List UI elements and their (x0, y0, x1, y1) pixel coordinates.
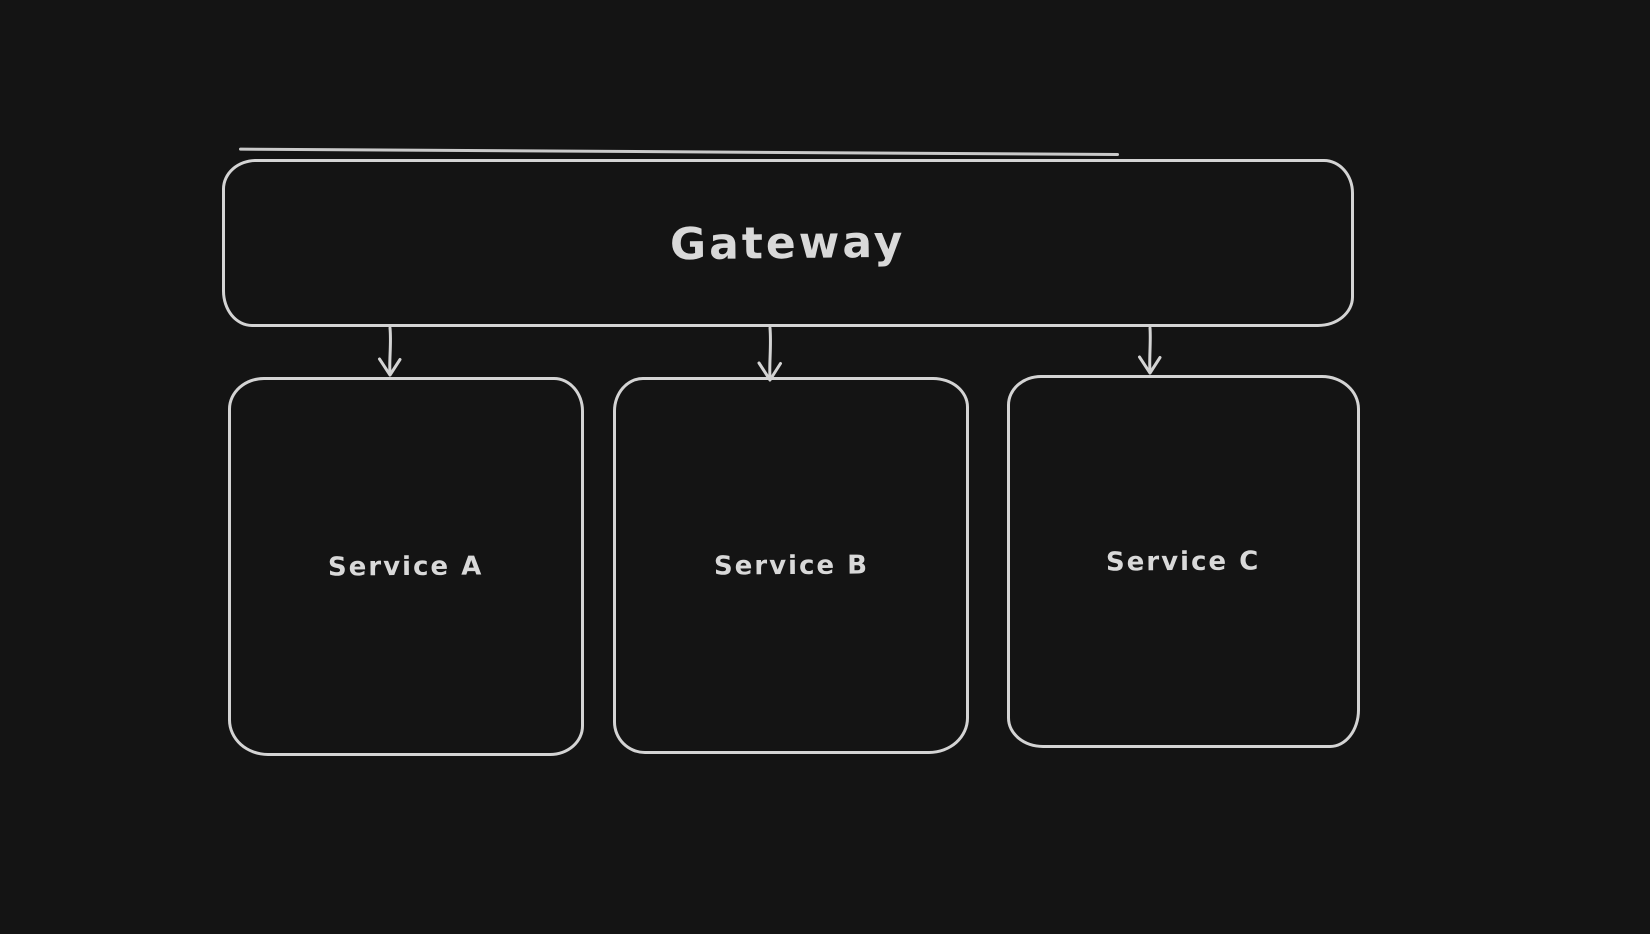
node-service-b-label: Service B (713, 549, 869, 582)
node-gateway[interactable]: Gateway (222, 159, 1354, 327)
arrow-gateway-to-service-c[interactable] (1138, 326, 1162, 375)
arrow-gateway-to-service-a[interactable] (378, 326, 402, 377)
node-service-b[interactable]: Service B (613, 377, 969, 754)
node-service-c-label: Service C (1106, 545, 1261, 578)
node-service-c[interactable]: Service C (1007, 375, 1360, 748)
node-service-a-label: Service A (328, 550, 484, 583)
node-service-a[interactable]: Service A (228, 377, 584, 756)
arrow-gateway-to-service-b[interactable] (757, 326, 782, 382)
